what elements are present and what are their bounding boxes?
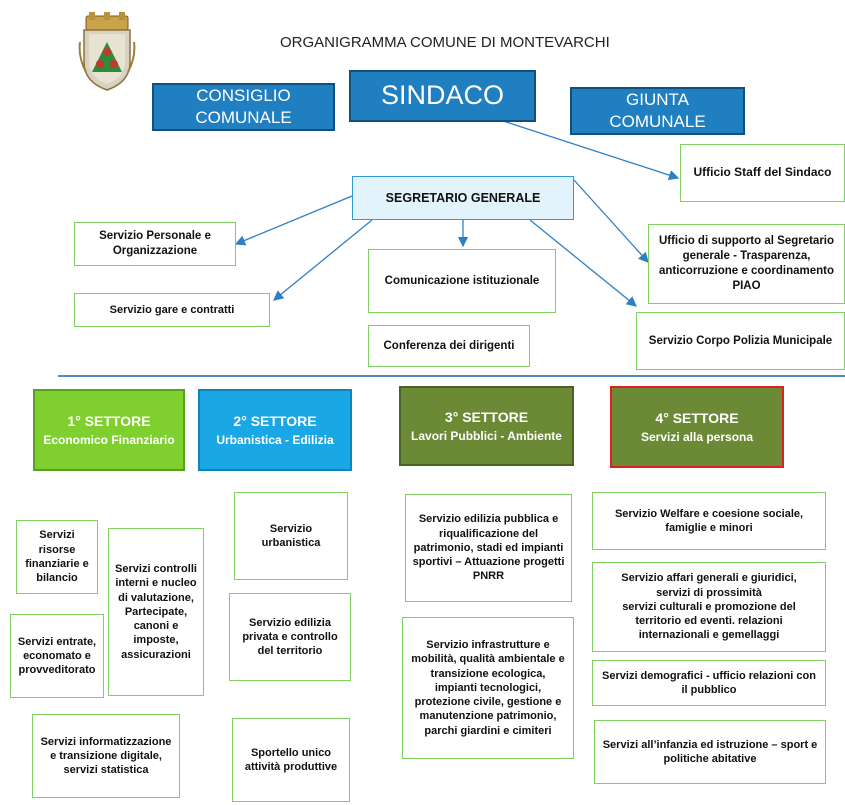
servizio-gare-label: Servizio gare e contratti xyxy=(109,303,235,316)
arrow-segretario-polizia xyxy=(529,219,638,307)
s1-controlli-interni-box: Servizi controlli interni e nucleo di va… xyxy=(108,528,204,696)
s4-welfare-label: Servizio Welfare e coesione sociale, fam… xyxy=(614,507,804,534)
ufficio-supporto-segretario-label: Ufficio di supporto al Segretario genera… xyxy=(658,235,835,292)
settore-3-subtitle: Lavori Pubblici - Ambiente xyxy=(411,428,562,443)
arrow-segretario-supporto xyxy=(573,179,649,263)
ufficio-staff-box: Ufficio Staff del Sindaco xyxy=(680,144,845,202)
giunta-comunale-label: GIUNTA COMUNALE xyxy=(609,89,706,131)
s2-urbanistica-label: Servizio urbanistica xyxy=(261,522,321,549)
settore-3-box: 3° SETTORE Lavori Pubblici - Ambiente xyxy=(399,386,574,466)
s4-infanzia-istruzione-box: Servizi all’infanzia ed istruzione – spo… xyxy=(594,720,826,784)
conferenza-dirigenti-label: Conferenza dei dirigenti xyxy=(383,339,515,352)
settore-4-title: 4° SETTORE xyxy=(655,409,739,426)
s4-affari-generali-box: Servizio affari generali e giuridici, se… xyxy=(592,562,826,652)
arrow-segretario-gare xyxy=(272,219,373,301)
consiglio-comunale-box: CONSIGLIO COMUNALE xyxy=(152,83,335,131)
servizio-polizia-municipale-box: Servizio Corpo Polizia Municipale xyxy=(636,312,845,370)
settore-4-subtitle: Servizi alla persona xyxy=(640,429,754,444)
s4-demografici-label: Servizi demografici - ufficio relazioni … xyxy=(602,669,816,696)
servizio-gare-box: Servizio gare e contratti xyxy=(74,293,270,327)
s2-sportello-unico-box: Sportello unico attività produttive xyxy=(232,718,350,802)
s3-infrastrutture-label: Servizio infrastrutture e mobilità, qual… xyxy=(411,638,565,737)
servizio-personale-box: Servizio Personale e Organizzazione xyxy=(74,222,236,266)
settore-2-box: 2° SETTORE Urbanistica - Edilizia xyxy=(198,389,352,471)
s4-affari-line-1: Servizio affari generali e giuridici, xyxy=(621,572,797,585)
s3-edilizia-pubblica-box: Servizio edilizia pubblica e riqualifica… xyxy=(405,494,572,602)
s4-infanzia-istruzione-label: Servizi all’infanzia ed istruzione – spo… xyxy=(602,738,818,765)
settore-1-box: 1° SETTORE Economico Finanziario xyxy=(33,389,185,471)
s1-entrate-label: Servizi entrate, economato e provveditor… xyxy=(17,635,97,677)
settore-2-subtitle: Urbanistica - Edilizia xyxy=(216,432,334,447)
s3-infrastrutture-box: Servizio infrastrutture e mobilità, qual… xyxy=(402,617,574,759)
s2-sportello-unico-label: Sportello unico attività produttive xyxy=(244,746,338,773)
servizio-personale-label: Servizio Personale e Organizzazione xyxy=(99,230,211,257)
s2-edilizia-privata-box: Servizio edilizia privata e controllo de… xyxy=(229,593,351,681)
ufficio-staff-label: Ufficio Staff del Sindaco xyxy=(693,165,832,180)
conferenza-dirigenti-box: Conferenza dei dirigenti xyxy=(368,325,530,367)
settore-2-title: 2° SETTORE xyxy=(233,412,317,429)
s2-urbanistica-box: Servizio urbanistica xyxy=(234,492,348,580)
s4-affari-line-3: servizi culturali e promozione del terri… xyxy=(622,600,796,642)
servizio-polizia-municipale-label: Servizio Corpo Polizia Municipale xyxy=(648,334,833,347)
ufficio-supporto-segretario-box: Ufficio di supporto al Segretario genera… xyxy=(648,224,845,304)
comunicazione-istituzionale-label: Comunicazione istituzionale xyxy=(384,274,540,287)
consiglio-comunale-label: CONSIGLIO COMUNALE xyxy=(195,85,292,127)
montevarchi-crest-logo xyxy=(78,12,136,92)
giunta-comunale-box: GIUNTA COMUNALE xyxy=(570,87,745,135)
comunicazione-istituzionale-box: Comunicazione istituzionale xyxy=(368,249,556,313)
segretario-generale-box: SEGRETARIO GENERALE xyxy=(352,176,574,220)
settore-3-title: 3° SETTORE xyxy=(444,408,529,425)
s1-informatizzazione-box: Servizi informatizzazione e transizione … xyxy=(32,714,180,798)
settore-4-box: 4° SETTORE Servizi alla persona xyxy=(610,386,784,468)
sindaco-label: SINDACO xyxy=(380,80,505,111)
s1-controlli-interni-label: Servizi controlli interni e nucleo di va… xyxy=(115,562,197,661)
s3-edilizia-pubblica-label: Servizio edilizia pubblica e riqualifica… xyxy=(412,513,565,583)
segretario-generale-label: SEGRETARIO GENERALE xyxy=(385,190,541,205)
s4-demografici-box: Servizi demografici - ufficio relazioni … xyxy=(592,660,826,706)
s1-entrate-box: Servizi entrate, economato e provveditor… xyxy=(10,614,104,698)
s1-risorse-finanziarie-box: Servizi risorse finanziarie e bilancio xyxy=(16,520,98,594)
settore-1-subtitle: Economico Finanziario xyxy=(43,432,175,447)
settore-1-title: 1° SETTORE xyxy=(67,412,151,429)
s1-informatizzazione-label: Servizi informatizzazione e transizione … xyxy=(40,735,172,777)
s4-welfare-box: Servizio Welfare e coesione sociale, fam… xyxy=(592,492,826,550)
s2-edilizia-privata-label: Servizio edilizia privata e controllo de… xyxy=(242,616,338,658)
arrow-segretario-personale xyxy=(234,195,353,246)
sindaco-box: SINDACO xyxy=(349,70,536,122)
s4-affari-line-2: servizi di prossimità xyxy=(656,586,762,599)
s1-risorse-finanziarie-label: Servizi risorse finanziarie e bilancio xyxy=(25,529,89,585)
page-title: ORGANIGRAMMA COMUNE DI MONTEVARCHI xyxy=(280,34,610,51)
arrow-sindaco-staff xyxy=(499,119,680,181)
